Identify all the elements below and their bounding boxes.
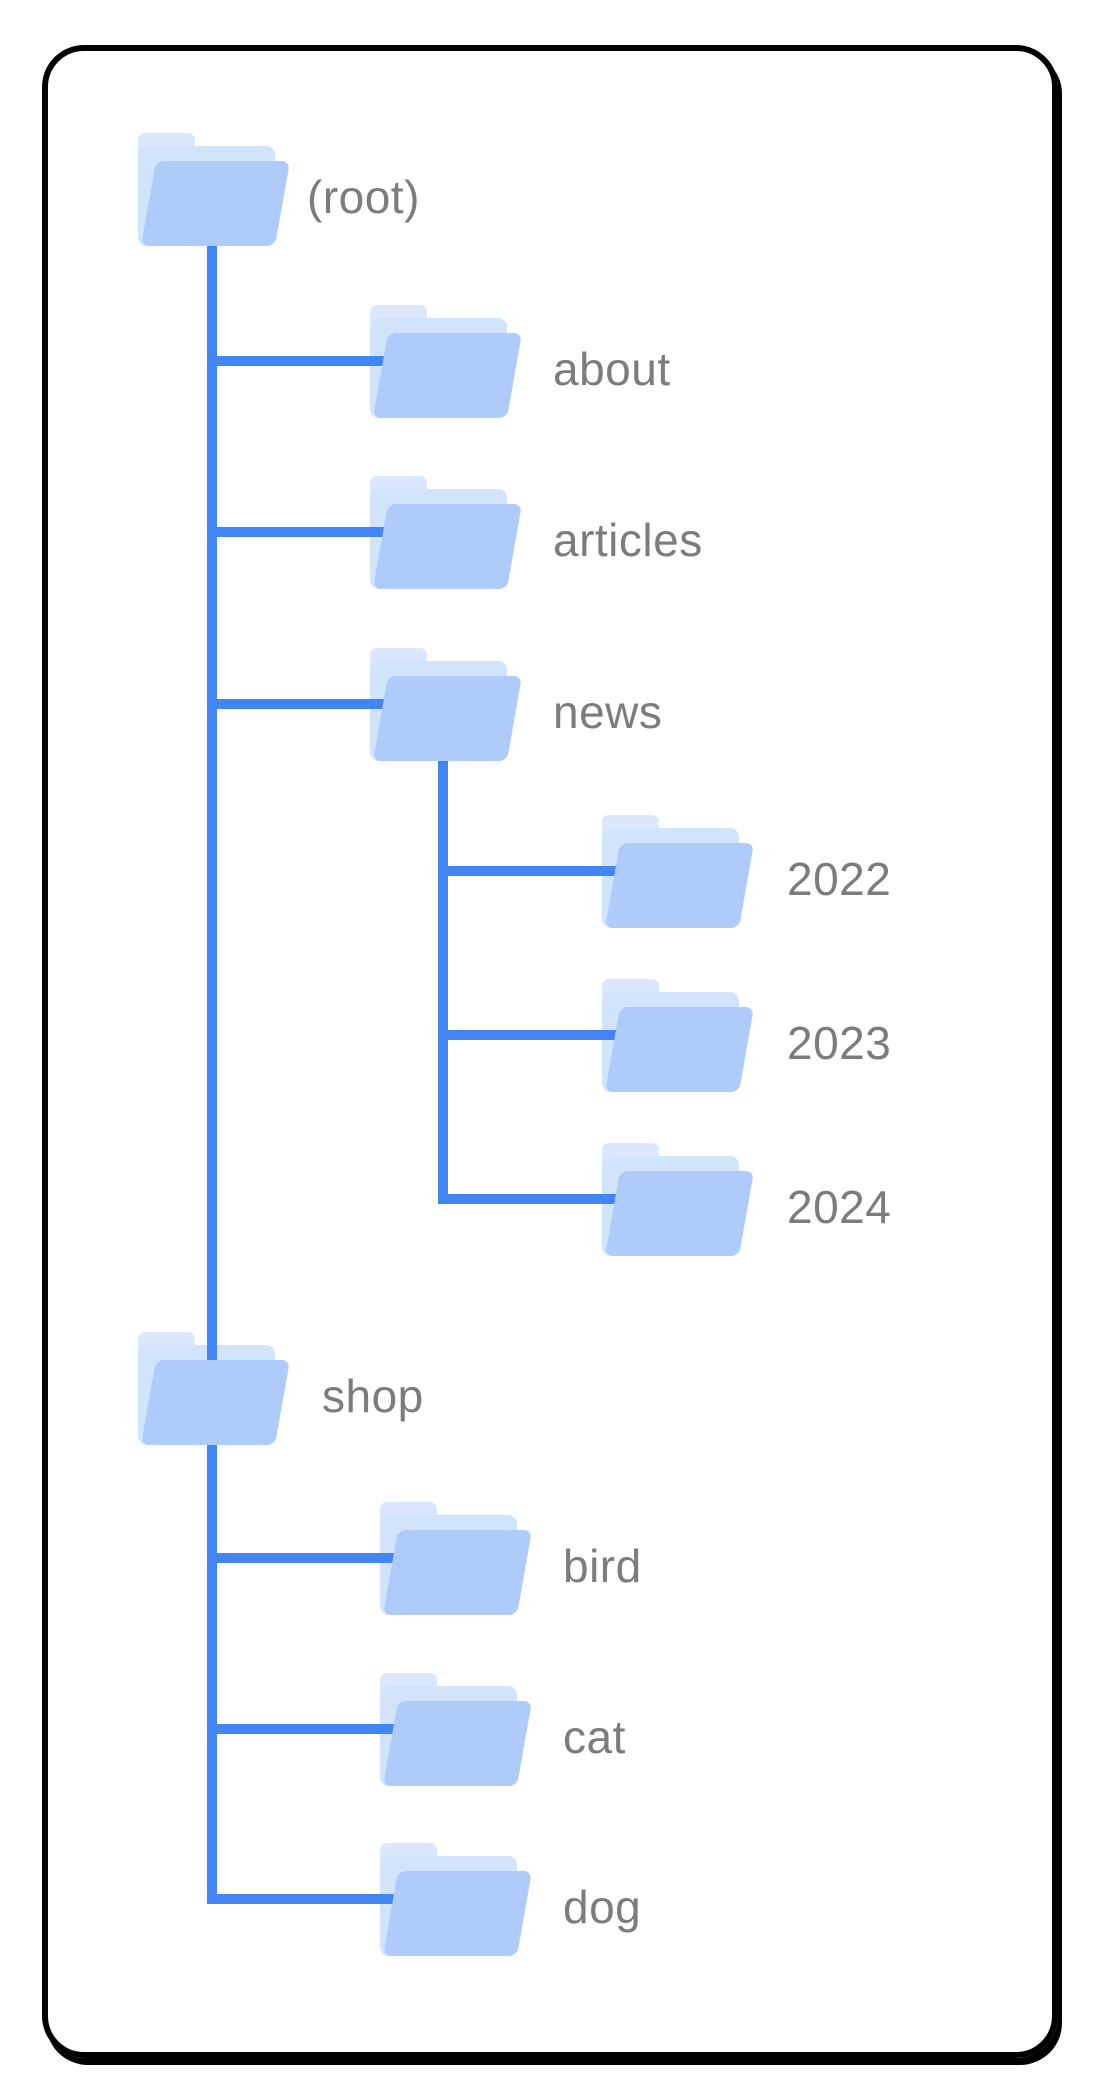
connector-trunk-news [438,755,622,1204]
tree-node-label-articles: articles [553,514,703,566]
connector-lines-layer [207,241,622,1904]
rounded-frame [42,45,1058,2058]
tree-node-label-bird: bird [563,1540,642,1592]
folder-icon-root [141,161,290,246]
connector-trunk-root [207,241,400,1904]
tree-node-label-cat: cat [563,1711,626,1763]
tree-node-label-2024: 2024 [787,1181,892,1233]
tree-node-label-2023: 2023 [787,1017,892,1069]
tree-node-label-news: news [553,686,663,738]
tree-node-label-root: (root) [307,171,420,223]
tree-node-label-shop: shop [322,1370,424,1422]
folder-icon-shop [141,1360,290,1445]
folder-icon-about [373,333,522,418]
tree-node-label-about: about [553,343,671,395]
folder-icon-news [373,676,522,761]
folder-icon-2024 [605,1171,754,1256]
folder-icon-2022 [605,843,754,928]
folder-icon-dog [383,1871,532,1956]
folder-icon-articles [373,504,522,589]
tree-node-label-dog: dog [563,1881,642,1933]
folder-icon-bird [383,1530,532,1615]
folder-icon-cat [383,1701,532,1786]
folder-icon-2023 [605,1007,754,1092]
tree-node-label-2022: 2022 [787,853,892,905]
